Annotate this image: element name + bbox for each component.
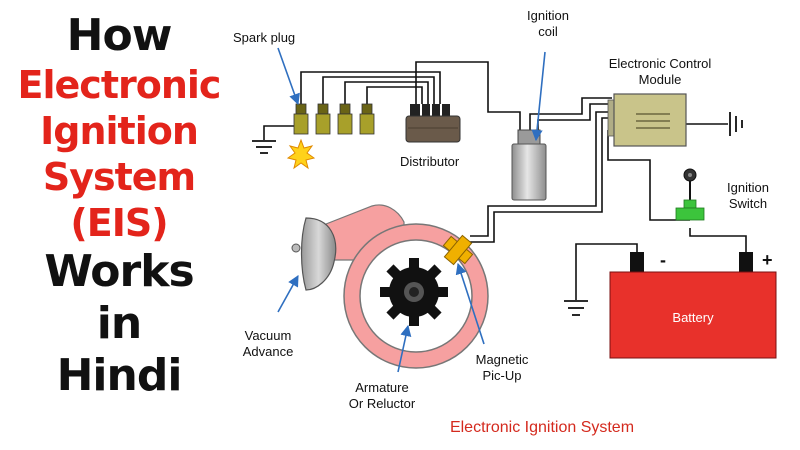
armature-reluctor bbox=[380, 258, 448, 326]
label-ignition-switch-line1: Ignition bbox=[727, 180, 769, 195]
diagram-caption: Electronic Ignition System bbox=[450, 419, 634, 436]
wiring bbox=[263, 61, 747, 300]
ground-symbol-battery bbox=[564, 300, 588, 316]
title-line-system: System bbox=[42, 155, 196, 199]
label-armature-line1: Armature bbox=[355, 380, 408, 395]
spark-plug-3 bbox=[337, 103, 353, 135]
label-battery: Battery bbox=[672, 310, 714, 325]
ground-symbol-left bbox=[252, 140, 276, 154]
distributor bbox=[405, 104, 461, 143]
spark-plug-1 bbox=[293, 103, 309, 135]
label-vacuum-line1: Vacuum bbox=[245, 328, 292, 343]
spark-plug-2 bbox=[315, 103, 331, 135]
label-ignition-coil-line1: Ignition bbox=[527, 8, 569, 23]
pointers bbox=[277, 47, 546, 373]
label-ecm-line1: Electronic Control bbox=[609, 56, 712, 71]
label-armature-line2: Or Reluctor bbox=[349, 396, 416, 411]
label-pickup-line2: Pic-Up bbox=[482, 368, 521, 383]
battery bbox=[609, 252, 777, 359]
ignition-switch[interactable] bbox=[675, 168, 705, 221]
label-ignition-coil-line2: coil bbox=[538, 24, 558, 39]
magnetic-pickup bbox=[442, 234, 474, 266]
title-line-ignition: Ignition bbox=[40, 109, 199, 153]
spark-burst-icon bbox=[286, 138, 316, 170]
label-ignition-switch-line2: Switch bbox=[729, 196, 767, 211]
title-line-hindi: Hindi bbox=[56, 350, 183, 401]
ground-symbol-ecm bbox=[729, 112, 743, 136]
title-line-works: Works bbox=[44, 246, 194, 297]
spark-plug-4 bbox=[359, 103, 375, 135]
ignition-coil bbox=[511, 129, 547, 201]
label-spark-plug: Spark plug bbox=[233, 30, 295, 45]
battery-minus-sign: - bbox=[660, 250, 666, 270]
title-line-how: How bbox=[66, 10, 173, 61]
electronic-control-module bbox=[607, 93, 687, 147]
label-distributor: Distributor bbox=[400, 154, 460, 169]
label-pickup-line1: Magnetic bbox=[476, 352, 529, 367]
spark-plugs bbox=[293, 103, 375, 135]
label-vacuum-line2: Advance bbox=[243, 344, 294, 359]
title-line-eis: (EIS) bbox=[70, 201, 168, 245]
title-line-electronic: Electronic bbox=[17, 63, 222, 107]
title-line-in: in bbox=[96, 298, 142, 349]
battery-plus-sign: + bbox=[762, 250, 773, 270]
title-block: How Electronic Ignition System (EIS) Wor… bbox=[0, 8, 238, 406]
label-ecm-line2: Module bbox=[639, 72, 682, 87]
